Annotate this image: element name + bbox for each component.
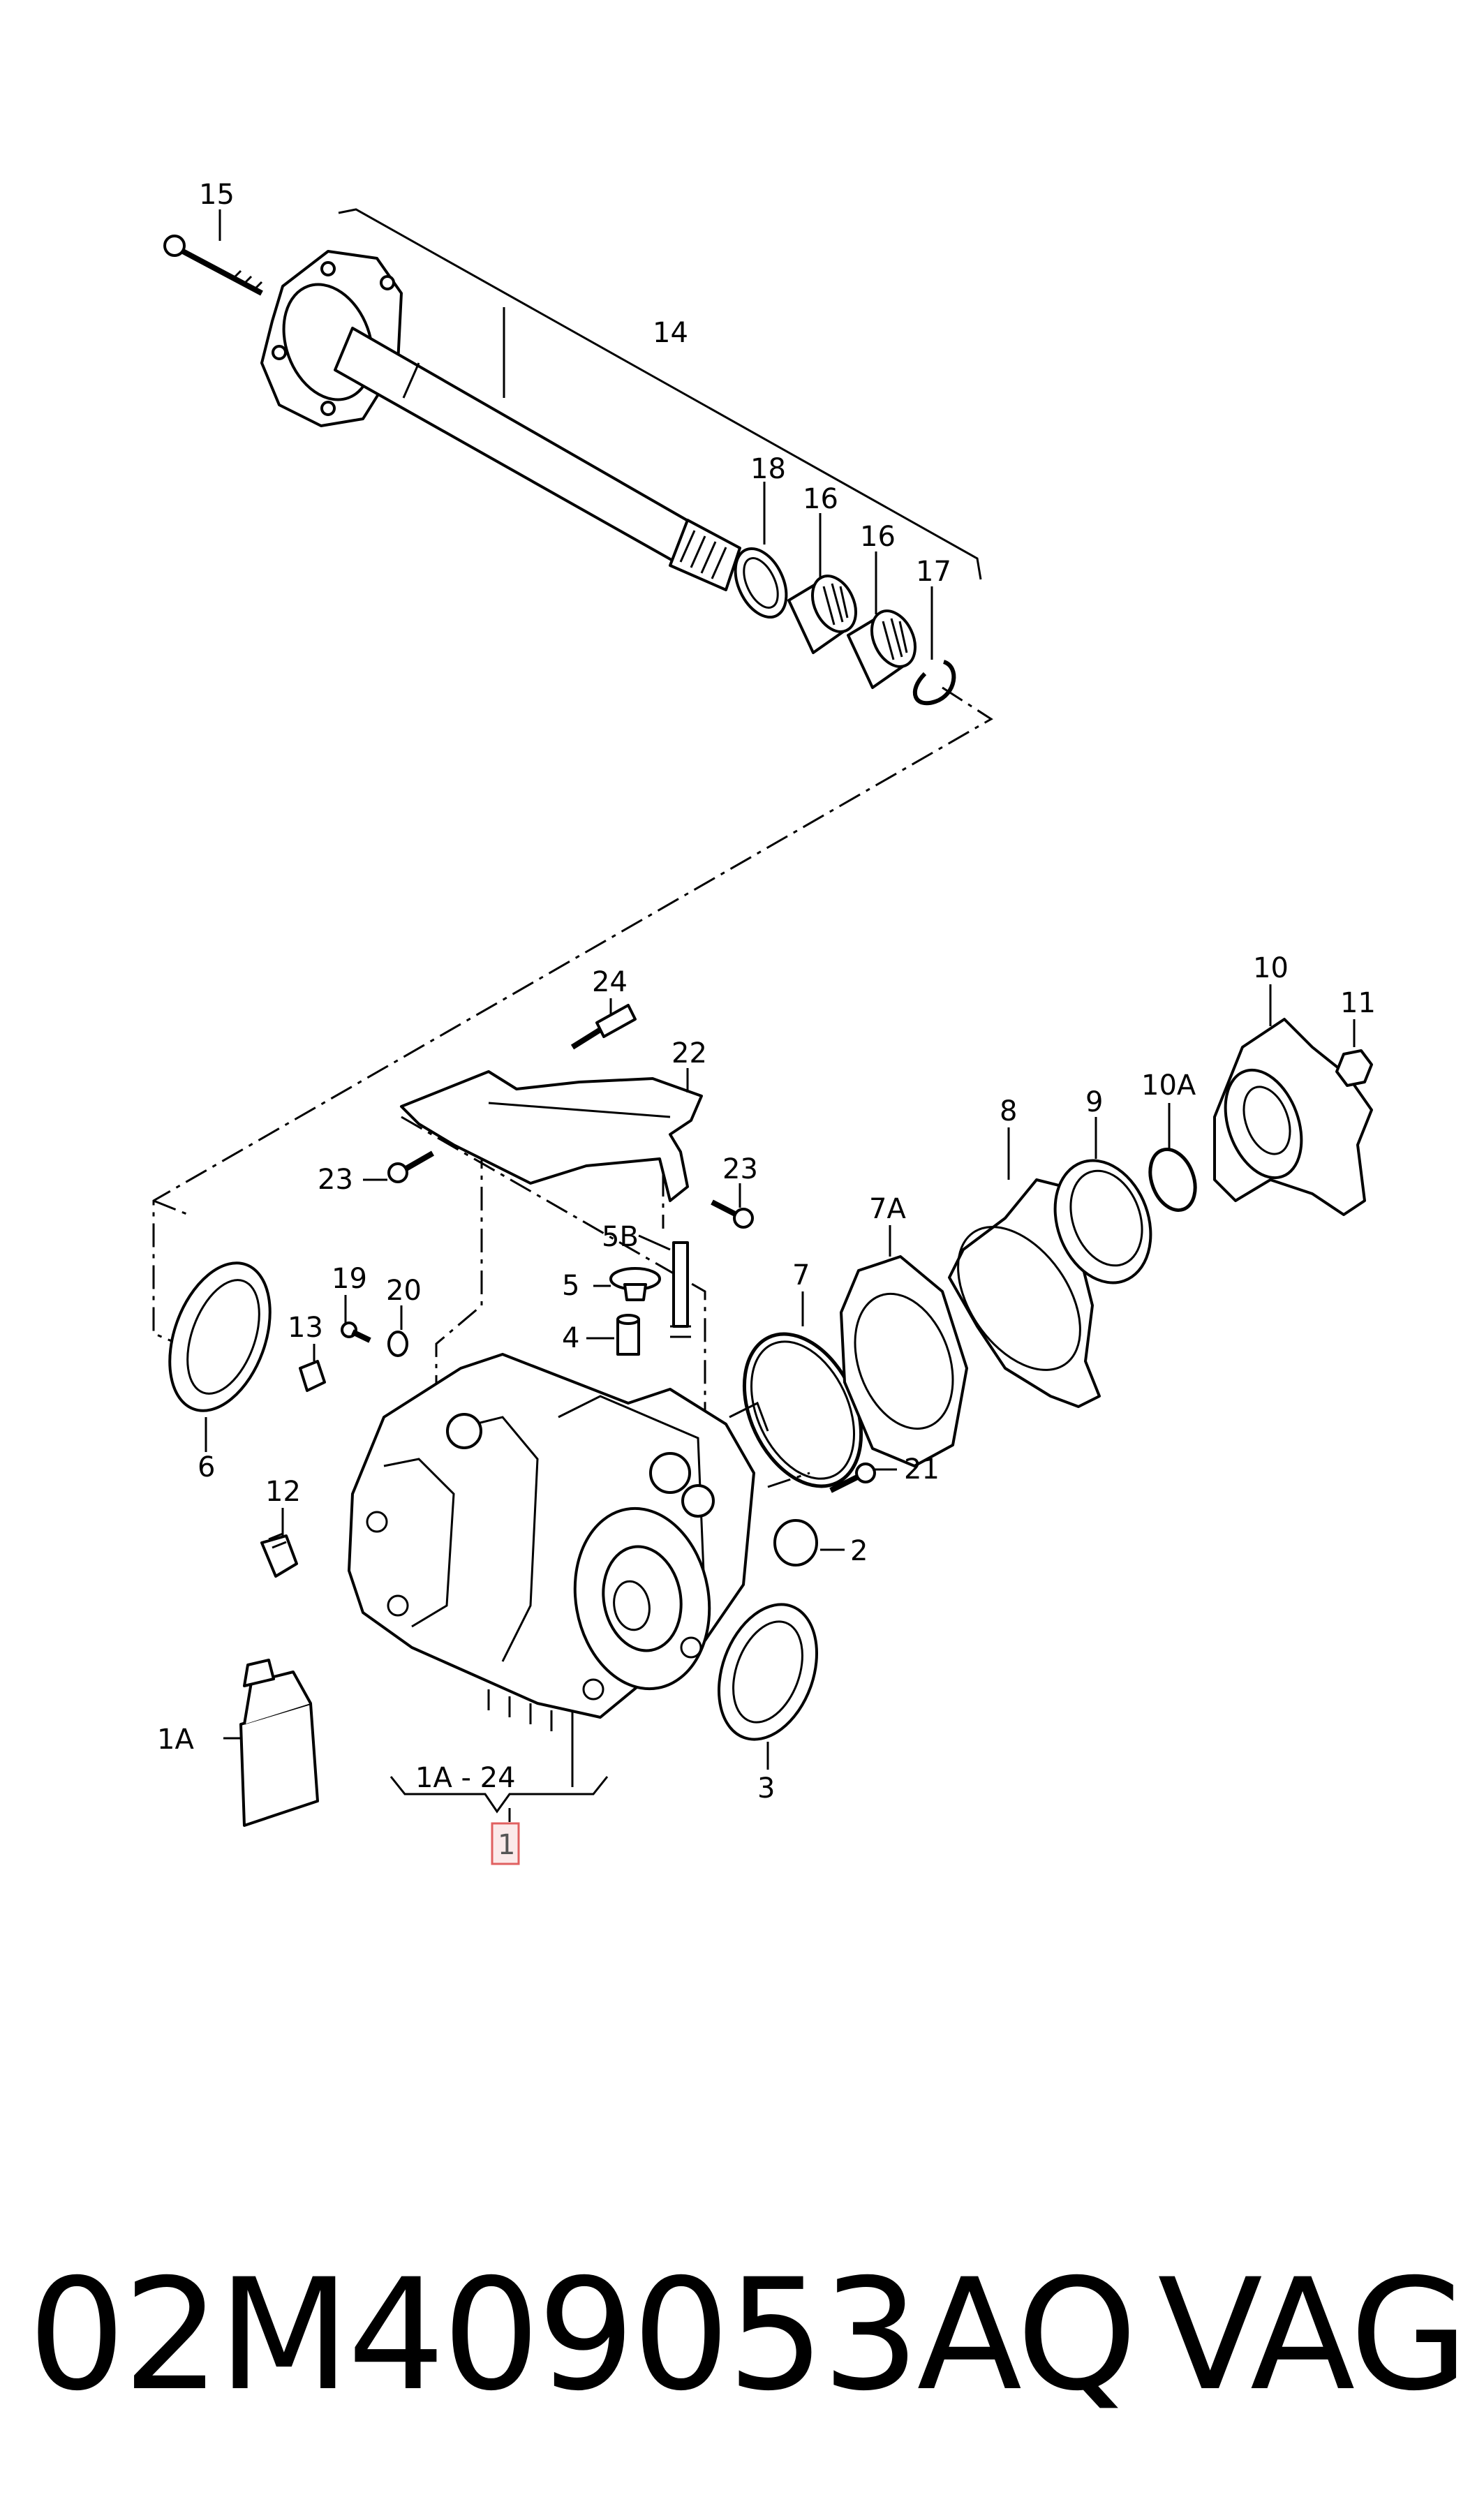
circlip-17: [912, 660, 956, 706]
callout-5B: 5B: [602, 1221, 639, 1253]
callout-2: 2: [850, 1535, 868, 1567]
callout-18: 18: [750, 453, 786, 485]
callout-21: 21: [904, 1453, 940, 1486]
footer-part-info: 02M409053AQ VAG: [28, 2220, 1469, 2450]
callout-20: 20: [386, 1275, 422, 1307]
sleeve-4: [616, 1314, 640, 1356]
heat-shield-22: [400, 1070, 703, 1202]
o-ring-10A: [1148, 1147, 1197, 1213]
stud-21: [829, 1462, 876, 1493]
shaft-bolt: [163, 235, 263, 296]
callout-19: 19: [332, 1263, 367, 1295]
callout-4: 4: [562, 1322, 579, 1354]
shaft-seal-3: [717, 1603, 819, 1741]
callout-15: 15: [199, 179, 235, 211]
callout-10A: 10A: [1141, 1069, 1196, 1102]
callout-23-right: 23: [722, 1153, 758, 1185]
callout-labels: 15 14 18 16 16 17 24 22 23 23 5B 5 4 19 …: [157, 179, 1376, 1865]
nut-11: [1335, 1049, 1373, 1087]
brand-name: VAG: [1157, 2246, 1469, 2424]
callout-7A: 7A: [869, 1193, 906, 1225]
callout-14: 14: [653, 317, 688, 349]
bolt-23a: [387, 1150, 434, 1183]
shaft-seal-6: [168, 1261, 272, 1412]
callout-12: 12: [265, 1476, 301, 1508]
part-number: 02M409053AQ: [28, 2246, 1137, 2424]
drive-shaft-assembly: [163, 208, 982, 706]
oil-bottle-1A: [239, 1659, 319, 1827]
cap-2: [773, 1519, 818, 1567]
callout-23-left: 23: [318, 1164, 353, 1196]
callout-1A: 1A: [157, 1724, 194, 1756]
callout-5: 5: [562, 1270, 579, 1302]
callout-range-1A-24: 1A - 24: [415, 1762, 516, 1794]
washer-20: [387, 1331, 408, 1357]
callout-16-a: 16: [803, 483, 838, 515]
callout-1-highlight: [491, 1822, 520, 1865]
screw-19: [341, 1321, 371, 1343]
callout-10: 10: [1253, 952, 1289, 984]
callout-24: 24: [592, 966, 628, 998]
cap-5: [609, 1267, 661, 1301]
bolt-23b: [711, 1199, 754, 1229]
callout-11: 11: [1340, 987, 1376, 1019]
shaft-body: [334, 327, 706, 570]
callout-1: 1: [498, 1829, 515, 1861]
plug-12: [260, 1532, 298, 1578]
leader-lines: [205, 209, 1356, 1822]
drive-flange-10: [1213, 1018, 1373, 1216]
callout-16-b: 16: [860, 521, 896, 553]
gearbox-housing: [348, 1353, 769, 1731]
callout-8: 8: [1000, 1095, 1017, 1127]
seal-9: [1053, 1159, 1152, 1284]
plug-13: [299, 1360, 326, 1392]
gasket-7A: [840, 1255, 968, 1467]
callout-6: 6: [198, 1451, 215, 1483]
callout-9: 9: [1085, 1086, 1103, 1118]
callout-13: 13: [288, 1312, 323, 1344]
retaining-ring-18: [734, 547, 788, 619]
needle-bearing-16b: [847, 609, 917, 689]
callout-7: 7: [792, 1259, 810, 1291]
breather-5B: [670, 1241, 691, 1338]
shaft-flange: [260, 250, 403, 427]
needle-bearing-16a: [787, 575, 857, 654]
bolt-24: [570, 1004, 637, 1050]
callout-22: 22: [671, 1037, 707, 1069]
callout-17: 17: [916, 556, 951, 588]
callout-3: 3: [757, 1772, 775, 1805]
shaft-splined-end: [669, 519, 741, 591]
